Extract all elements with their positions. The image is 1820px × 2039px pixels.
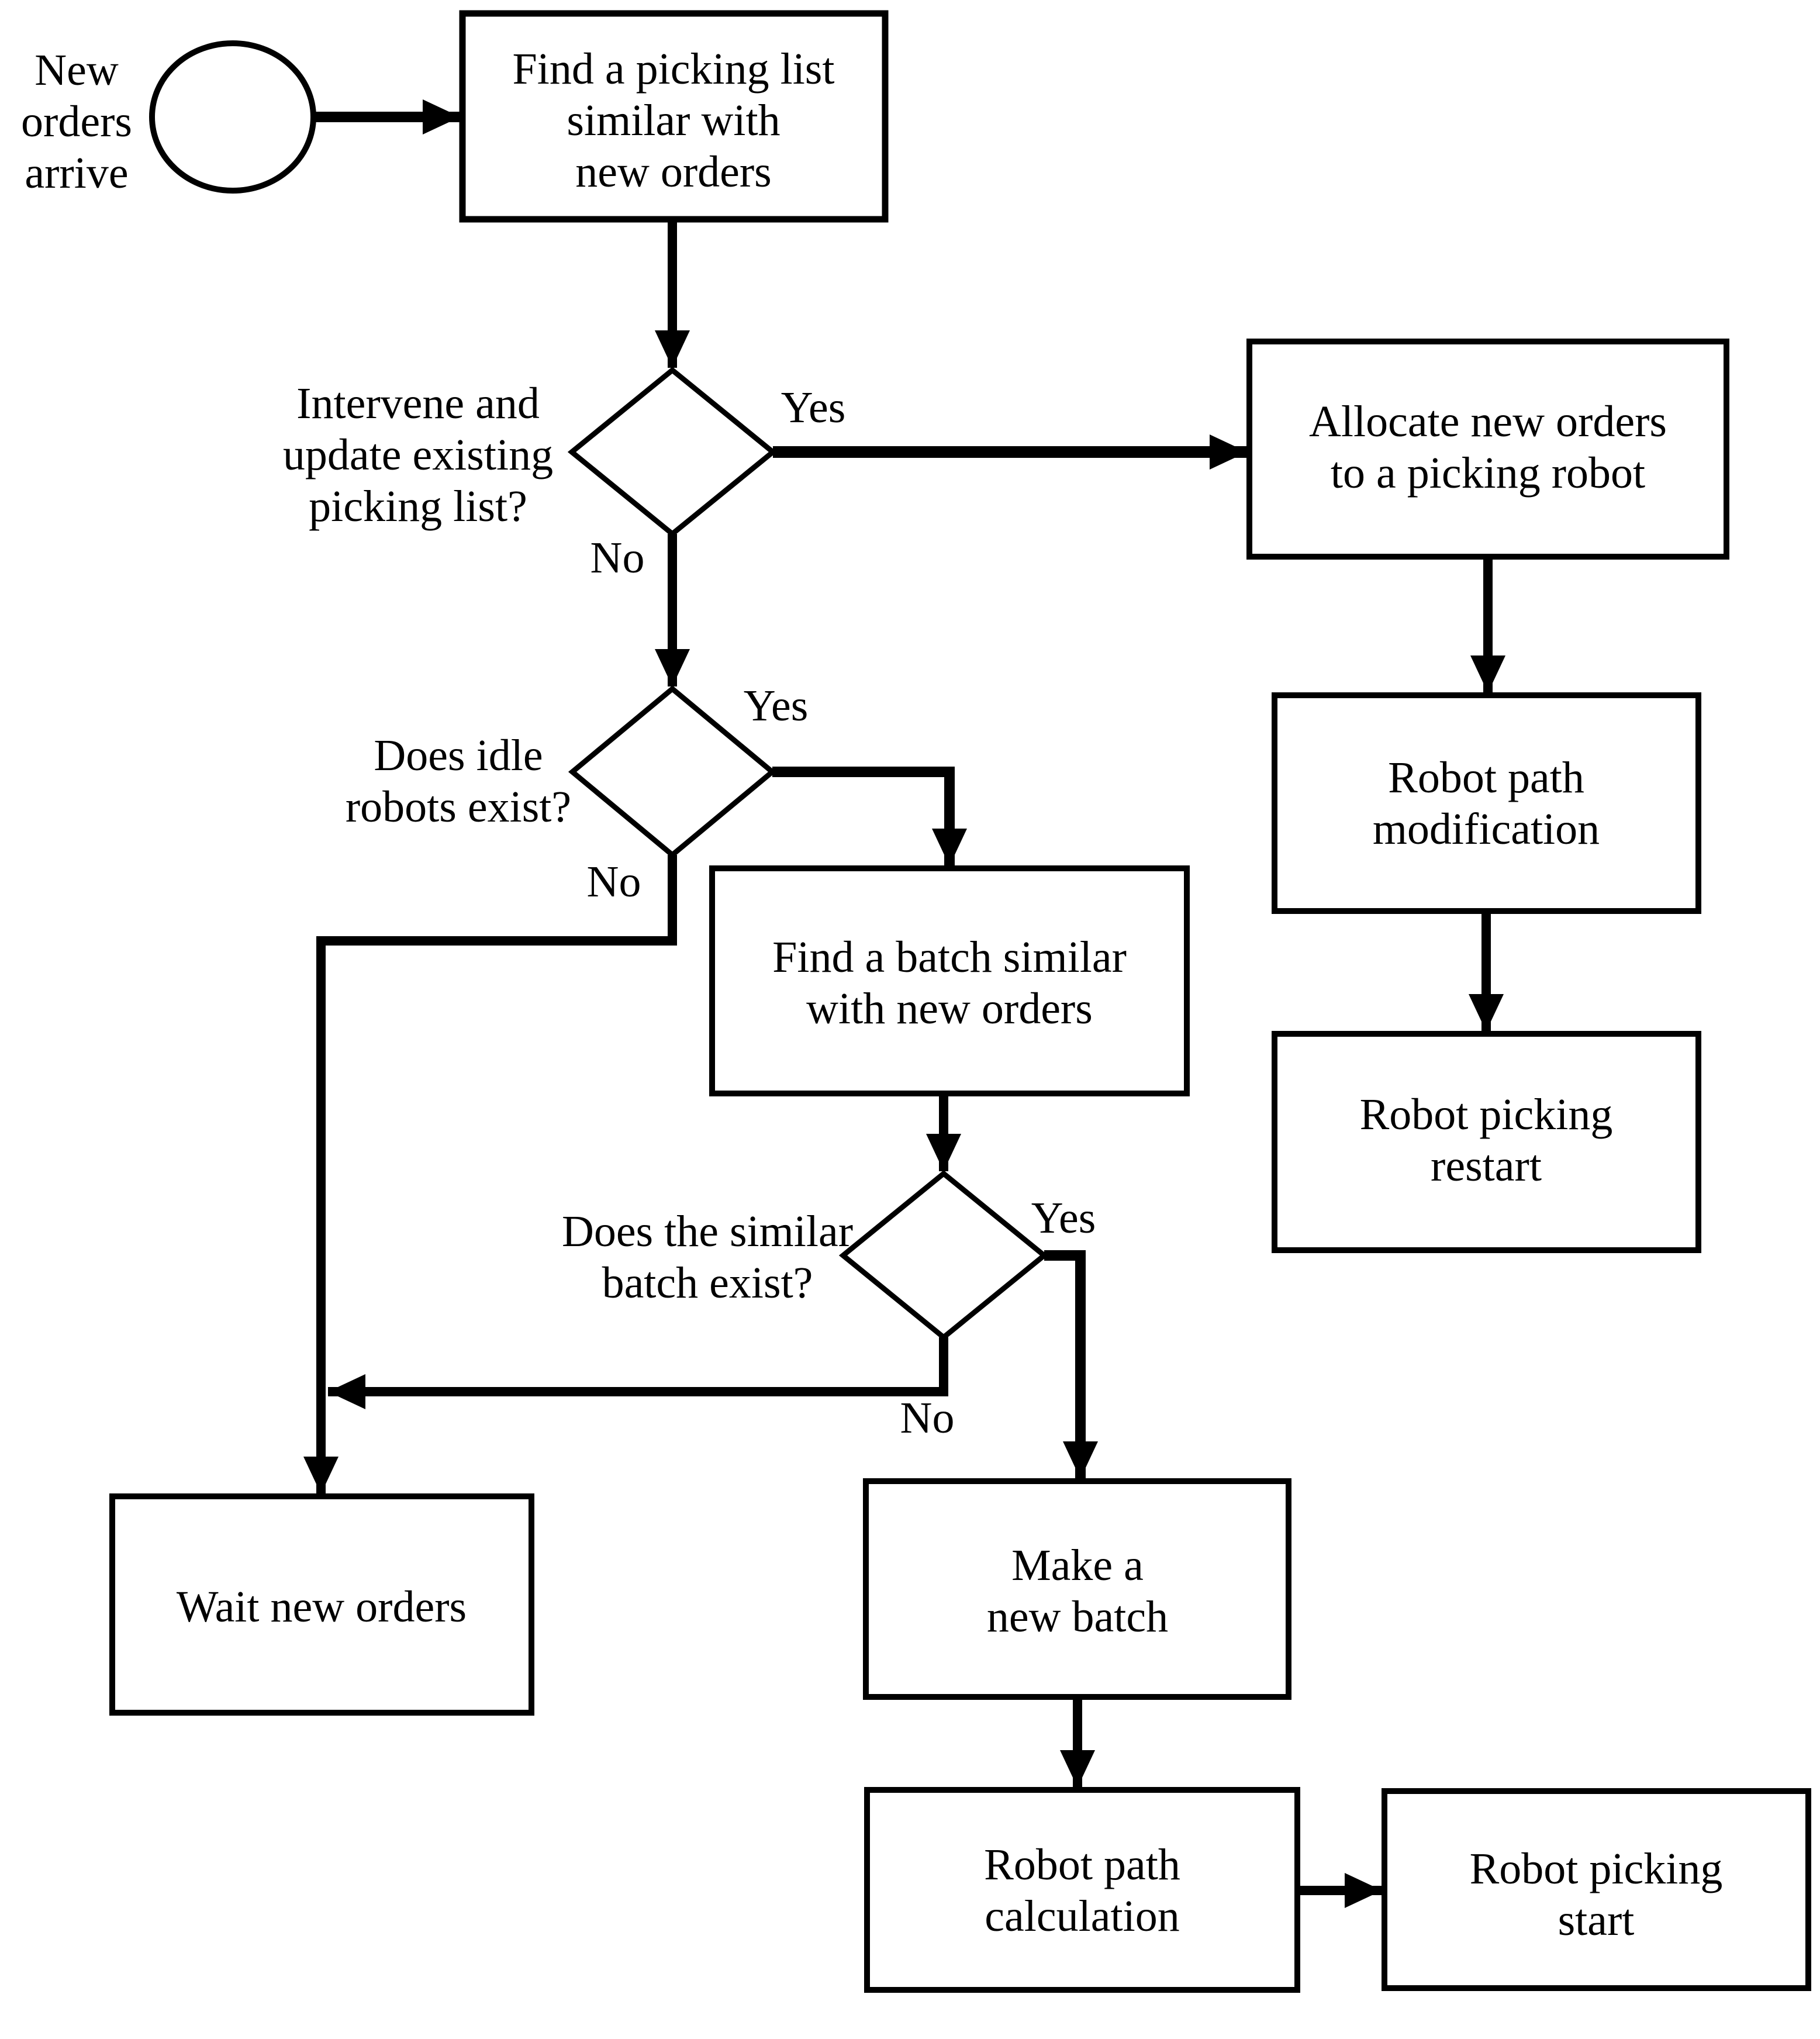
decision3-diamond [838, 1170, 1049, 1341]
edge-decision3-yes-to-make-new-batch [1044, 1250, 1098, 1479]
decision1-question-label: Intervene and update existing picking li… [282, 379, 554, 531]
decision2-question-label: Does idle robots exist? [345, 731, 572, 832]
picking-restart-box [1272, 1031, 1701, 1253]
find-batch-label: Find a batch similar with new orders [772, 933, 1127, 1033]
picking-start-box [1382, 1788, 1811, 1991]
allocate-label: Allocate new orders to a picking robot [1309, 397, 1667, 498]
allocate-box [1246, 339, 1729, 560]
decision1-no-label: No [590, 533, 645, 582]
edge-decision3-no-to-wait-line [328, 1337, 948, 1409]
find-batch-box [709, 865, 1190, 1096]
edge-decision2-yes-to-find-batch [772, 767, 967, 866]
decision3-no-label: No [900, 1393, 955, 1443]
decision3-question-label: Does the similar batch exist? [561, 1207, 854, 1307]
find-picking-list-box [459, 10, 889, 223]
decision3-yes-label: Yes [1031, 1193, 1096, 1243]
make-new-batch-label: Make a new batch [986, 1541, 1169, 1641]
decision1-diamond [567, 367, 778, 537]
decision2-no-label: No [586, 857, 641, 906]
start-node-circle [149, 40, 316, 194]
path-calculation-box [864, 1787, 1300, 1993]
decision1-yes-label: Yes [781, 383, 846, 432]
path-modification-label: Robot path modification [1372, 753, 1600, 854]
decision2-yes-label: Yes [743, 681, 809, 730]
wait-new-orders-label: Wait new orders [176, 1582, 467, 1631]
find-picking-list-label: Find a picking list similar with new ord… [512, 44, 835, 196]
picking-restart-label: Robot picking restart [1359, 1090, 1613, 1191]
make-new-batch-box [863, 1478, 1291, 1700]
decision2-diamond [568, 685, 777, 858]
path-modification-box [1272, 692, 1701, 914]
wait-new-orders-box [109, 1493, 534, 1716]
edge-decision2-no-to-wait-new-orders [303, 855, 677, 1494]
picking-start-label: Robot picking start [1469, 1844, 1723, 1945]
start-node-label: New orders arrive [21, 46, 132, 198]
path-calculation-label: Robot path calculation [984, 1840, 1180, 1941]
